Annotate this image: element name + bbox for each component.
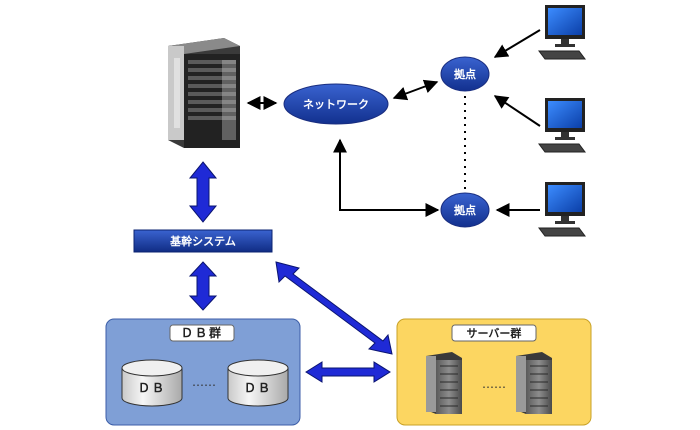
server-tower-icon: [426, 352, 462, 414]
hub-upper-label: 拠点: [454, 67, 476, 81]
hub-node-lower: 拠点: [440, 192, 490, 228]
db-group-title: ＤＢ群: [181, 325, 223, 340]
main-server-rack-icon: [168, 38, 240, 148]
hub-node-upper: 拠点: [440, 56, 490, 92]
client-pc-icon: [538, 182, 586, 237]
server-group-title: サーバー群: [467, 326, 522, 340]
arrow-client2-hub: [493, 95, 541, 127]
arrow-network-hub: [392, 79, 439, 101]
core-system-label: 基幹システム: [169, 234, 236, 248]
server-tower-icon: [516, 352, 552, 414]
network-label: ネットワーク: [303, 98, 369, 111]
arrow-server-core: [188, 161, 218, 223]
network-node: ネットワーク: [283, 83, 389, 125]
client-pc-icon: [538, 98, 586, 153]
db-right-label: ＤＢ: [244, 381, 272, 395]
client-pc-icon: [538, 5, 586, 60]
core-system-bar: 基幹システム: [133, 229, 273, 253]
arrow-db-servers: [305, 361, 391, 383]
arrow-client1-hub: [493, 29, 541, 58]
database-cylinder-icon: ＤＢ: [227, 359, 289, 407]
db-left-label: ＤＢ: [138, 381, 166, 395]
arrow-network-hub-lower: [333, 138, 440, 217]
server-group-box: サーバー群 ……: [396, 318, 592, 426]
db-ellipsis: ……: [192, 375, 216, 389]
db-group-box: ＤＢ群 ＤＢ …… ＤＢ: [105, 318, 301, 426]
server-ellipsis: ……: [482, 377, 506, 391]
hub-lower-label: 拠点: [454, 203, 476, 217]
arrow-core-db: [188, 261, 218, 311]
database-cylinder-icon: ＤＢ: [121, 359, 183, 407]
arrow-core-servers: [275, 261, 393, 355]
